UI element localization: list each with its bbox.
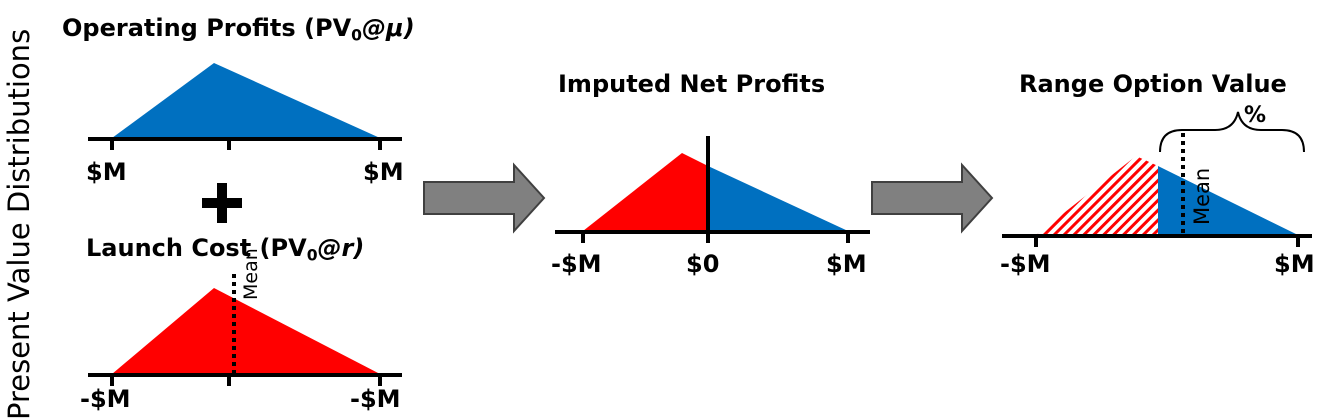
option-hatched-area <box>1036 156 1158 235</box>
imputed-tick-mid: $0 <box>686 250 720 278</box>
launch-cost-triangle <box>112 288 380 374</box>
option-tick-right: $M <box>1274 250 1315 278</box>
operating-profits-tick-right: $M <box>363 158 404 186</box>
operating-profits-title: Operating Profits (PV0@μ) <box>62 14 415 45</box>
operating-profits-tick-left: $M <box>86 158 127 186</box>
imputed-positive-area <box>708 166 848 231</box>
option-value-area <box>1158 166 1298 235</box>
percent-label: % <box>1244 103 1267 128</box>
imputed-tick-right: $M <box>826 250 867 278</box>
launch-cost-mean-label: Mean <box>240 248 262 300</box>
imputed-tick-left: -$M <box>551 250 602 278</box>
option-mean-label: Mean <box>1190 167 1214 225</box>
imputed-negative-area <box>583 153 708 231</box>
imputed-net-profits-chart <box>555 136 870 243</box>
plus-icon <box>202 183 242 223</box>
launch-cost-chart <box>88 274 402 386</box>
arrow-right-icon <box>871 162 994 234</box>
launch-cost-tick-left: -$M <box>80 385 131 413</box>
launch-cost-tick-right: -$M <box>350 385 401 413</box>
arrow-right-icon <box>423 162 546 234</box>
range-option-value-title: Range Option Value <box>1019 70 1287 98</box>
operating-profits-chart <box>88 63 402 150</box>
percent-brace <box>1159 111 1305 153</box>
range-option-value-chart <box>1002 111 1312 247</box>
imputed-net-profits-title: Imputed Net Profits <box>558 70 826 98</box>
option-tick-left: -$M <box>1000 250 1051 278</box>
operating-profits-triangle <box>112 63 380 138</box>
launch-cost-title: Launch Cost (PV0@r) <box>86 234 365 265</box>
